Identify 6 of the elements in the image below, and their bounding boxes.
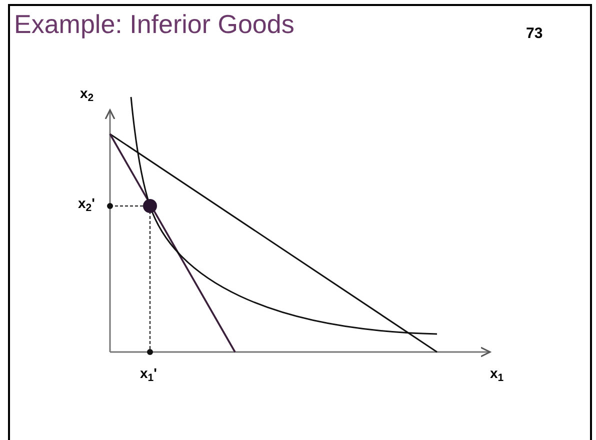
slide-number: 73 [526, 26, 543, 41]
axis-label: x$_{2}$' [78, 196, 95, 210]
axis-label: x$_{1}$' [140, 366, 157, 380]
axis-label: x$_{1}$ [490, 366, 504, 380]
slide-title: Example: Inferior Goods [14, 8, 294, 40]
axis-label: x$_{2}$ [80, 86, 94, 100]
